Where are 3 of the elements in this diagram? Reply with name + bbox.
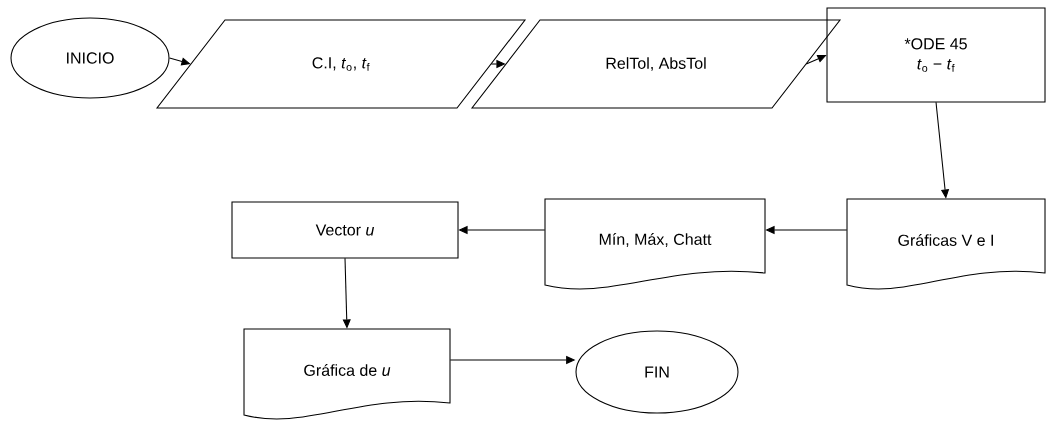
process-box: Vector u (231, 201, 459, 259)
process-box: *ODE 45 t$_{o}$ − t$_{f}$ (826, 7, 1046, 103)
arrow (805, 54, 827, 65)
